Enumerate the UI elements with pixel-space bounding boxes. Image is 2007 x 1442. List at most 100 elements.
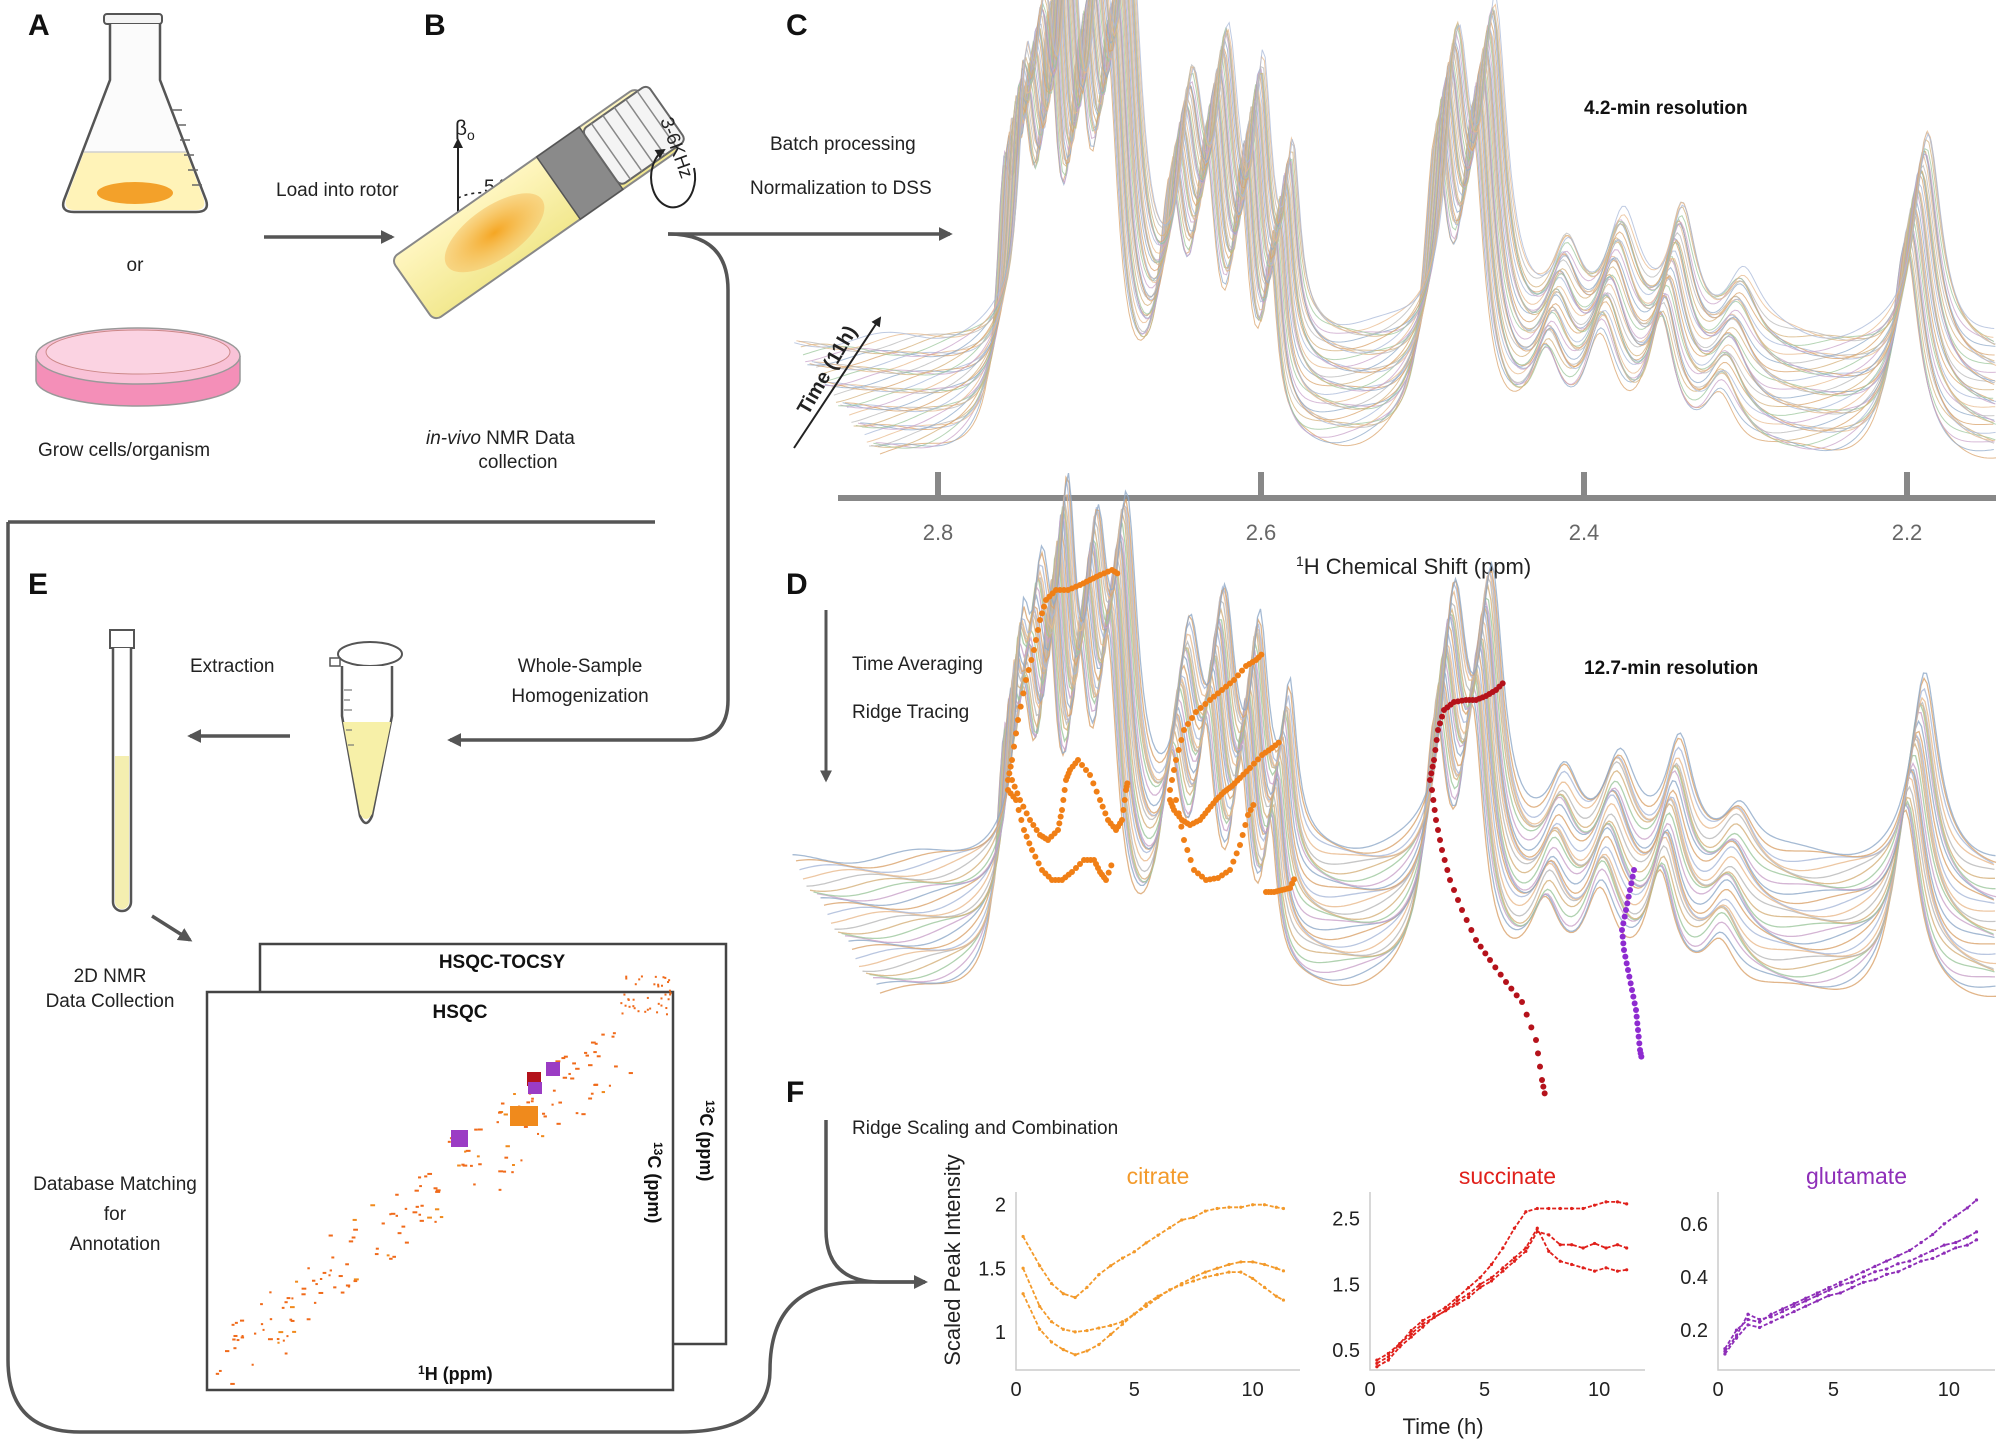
data-point [1974, 1230, 1979, 1234]
data-point [1804, 1304, 1808, 1308]
data-point [1907, 1259, 1912, 1263]
hsqc-title: HSQC [433, 1002, 488, 1023]
ridge-point [1021, 827, 1027, 833]
hsqc-peak [611, 1035, 615, 1038]
ridge-point [1487, 957, 1493, 963]
ridge-point [1427, 777, 1433, 783]
hsqc-peak [561, 1057, 566, 1060]
hsqc-peak [462, 1164, 468, 1167]
hsqc-peak [381, 1222, 385, 1225]
ridge-point [1215, 690, 1221, 697]
beta-symbol: β [455, 117, 467, 140]
tocsy-peak [653, 983, 656, 986]
data-point [1239, 1260, 1243, 1264]
data-point [1861, 1280, 1866, 1284]
ridge-point [1239, 832, 1246, 838]
data-point [1501, 1246, 1505, 1250]
hsqc-peak [289, 1318, 293, 1321]
hsqc-peak [433, 1187, 438, 1190]
data-point [1109, 1332, 1113, 1336]
tocsy-peak [644, 1010, 647, 1013]
ridge-point [1473, 937, 1479, 943]
hsqc-peak [375, 1247, 379, 1250]
ridge-point [1435, 727, 1441, 733]
hsqc-peak [295, 1280, 299, 1283]
tocsy-peak [665, 1007, 668, 1010]
hsqc-peak [581, 1113, 586, 1116]
hsqc-peak [395, 1214, 398, 1217]
data-point [1215, 1273, 1219, 1277]
ridge-point [1187, 857, 1194, 863]
hsqc-peak [415, 1205, 419, 1208]
ridge-point [1451, 887, 1457, 893]
ridge-point [1636, 1040, 1643, 1047]
data-point [1873, 1270, 1877, 1274]
ridge-point [1219, 687, 1225, 693]
database-label-2: for [104, 1204, 127, 1225]
nmr-collection-caption-line2: collection [478, 452, 557, 473]
data-point [1386, 1351, 1390, 1356]
tocsy-peak [628, 1005, 631, 1008]
hsqc-peak [500, 1102, 505, 1105]
data-point [1085, 1285, 1089, 1289]
ridge-point [1231, 677, 1237, 683]
hsqc-peak [419, 1185, 422, 1188]
spectrum-trace [855, 0, 1996, 429]
tocsy-peak [637, 1010, 640, 1013]
tocsy-peak [668, 979, 671, 982]
hsqc-peak [389, 1257, 393, 1260]
hsqc-peak [269, 1318, 273, 1321]
panel-label-e: E [28, 568, 48, 601]
data-point [1021, 1266, 1025, 1270]
hsqc-peak [318, 1291, 324, 1294]
data-point [1455, 1295, 1459, 1300]
data-point [1965, 1235, 1969, 1239]
panel-b: B β o 54.7° 3-6KHz in-vivo NMR Data coll… [393, 9, 697, 473]
spectrum-trace [820, 0, 1994, 383]
hsqc-peak [347, 1285, 351, 1288]
hsqc-peak [628, 1072, 633, 1075]
hsqc-peak [420, 1204, 424, 1207]
data-point [1215, 1266, 1219, 1270]
ridge-point [1433, 737, 1440, 743]
hsqc-peak [590, 1041, 596, 1044]
tocsy-peak [665, 1013, 668, 1016]
ridge-point [1250, 802, 1257, 808]
data-point [1792, 1304, 1796, 1308]
spin-arrow-icon [650, 148, 697, 209]
hsqc-peak [474, 1128, 478, 1131]
ppm-tick-3: 2.4 [1569, 520, 1600, 545]
series-line [1724, 1239, 1977, 1355]
hsqc-peak [234, 1321, 238, 1324]
data-point [1558, 1259, 1562, 1263]
eppendorf-tube-icon [329, 641, 403, 825]
tocsy-peak [667, 981, 670, 984]
data-point [1547, 1233, 1551, 1237]
ridge-point [1181, 837, 1187, 843]
hsqc-peak [328, 1274, 331, 1277]
time-averaging-label: Time Averaging [852, 654, 983, 675]
hsqc-peak [424, 1175, 428, 1178]
ridge-point [1539, 1077, 1545, 1083]
ridge-point [1033, 637, 1039, 643]
ridge-point [1185, 721, 1191, 727]
ridge-point [1468, 927, 1475, 933]
spectrum-trace [802, 0, 1995, 356]
ridge-point [1441, 857, 1448, 863]
hsqc-peak [230, 1382, 235, 1385]
data-point [1168, 1226, 1172, 1230]
data-point [1524, 1249, 1528, 1253]
tocsy-peak [657, 1002, 660, 1005]
ridge-point [1167, 787, 1173, 793]
data-point [1769, 1320, 1773, 1324]
ridge-point [1621, 947, 1627, 953]
database-label-3: Annotation [70, 1234, 161, 1255]
data-point [1625, 1268, 1629, 1272]
data-point [1466, 1295, 1471, 1300]
hsqc-peak [241, 1335, 244, 1338]
ridge-point [1623, 907, 1629, 913]
data-point [1954, 1246, 1958, 1250]
data-point [1974, 1238, 1979, 1242]
ridge-point [1015, 717, 1021, 723]
data-point [1180, 1283, 1184, 1287]
